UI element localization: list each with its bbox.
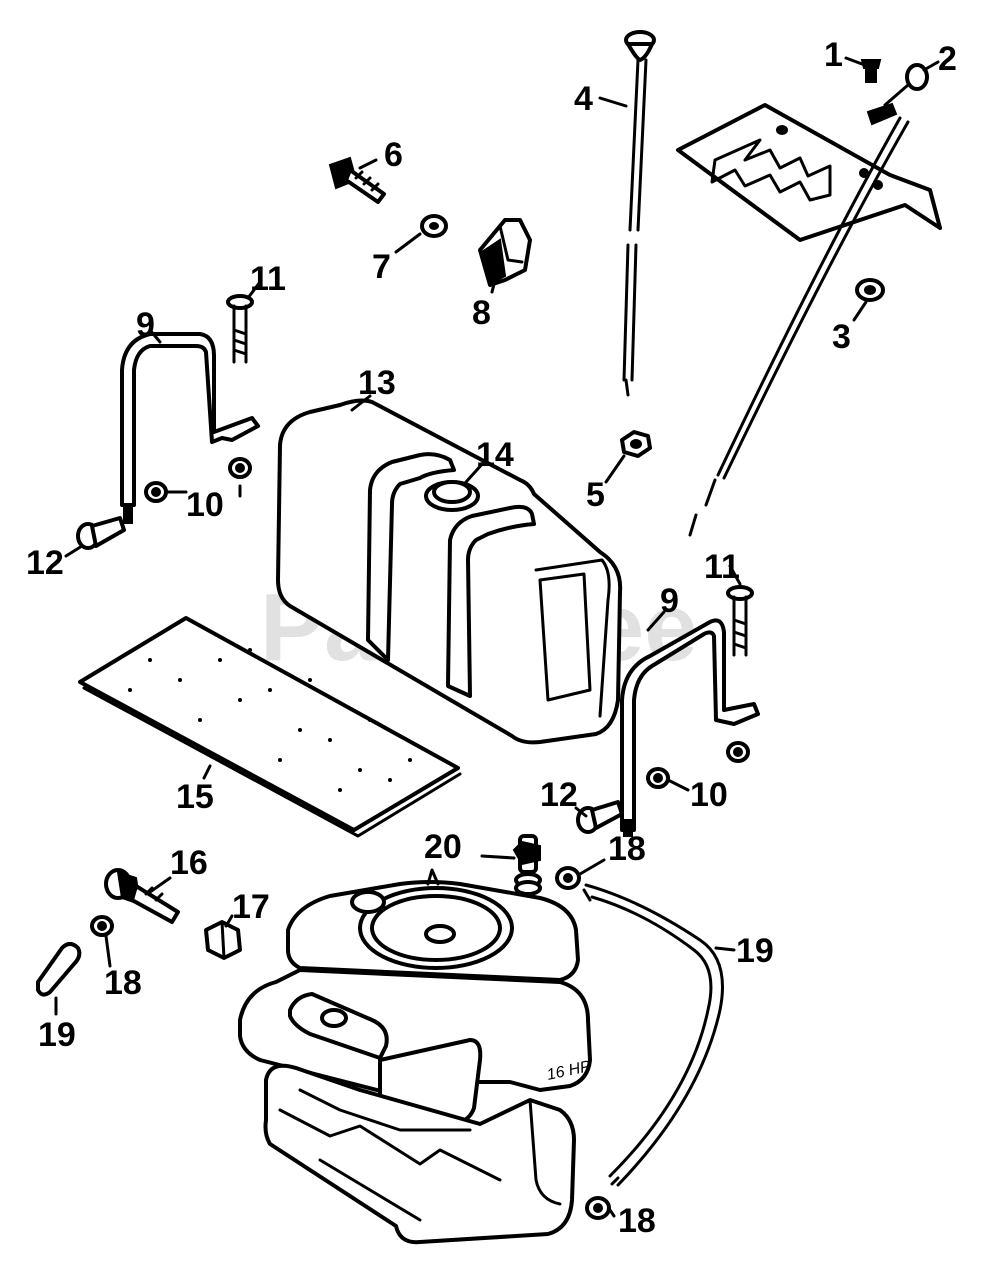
callout-4: 4 <box>574 80 593 118</box>
part-17-fitting-nut <box>204 920 242 960</box>
callout-12-right: 12 <box>540 776 578 814</box>
callout-5: 5 <box>586 476 605 514</box>
part-19-fuel-line-right <box>582 883 724 1187</box>
part-1-screw <box>860 59 882 83</box>
callout-9-right: 9 <box>660 582 679 620</box>
callout-20: 20 <box>424 828 462 866</box>
part-9-strap-left <box>120 332 260 524</box>
callout-19-left: 19 <box>38 1016 76 1054</box>
callout-15: 15 <box>176 778 214 816</box>
leader-lines <box>54 56 940 1218</box>
part-18-hose-clamp-b <box>90 915 114 937</box>
callout-6: 6 <box>384 136 403 174</box>
callout-8: 8 <box>472 294 491 332</box>
callout-3: 3 <box>832 318 851 356</box>
part-11-bolt-right <box>726 585 754 657</box>
part-10-nut-left-a <box>228 457 252 479</box>
throttle-cable <box>688 116 910 537</box>
part-20-shutoff-valve <box>512 834 542 896</box>
part-16-fitting <box>104 868 180 924</box>
part-13-fuel-tank <box>276 398 623 745</box>
part-7-washer <box>420 214 448 238</box>
part-4-rod <box>622 30 656 397</box>
part-10-nut-left-b <box>144 481 168 503</box>
part-5-nut <box>620 430 652 458</box>
part-12-bolt-left <box>76 516 126 550</box>
callout-10-right: 10 <box>690 776 728 814</box>
part-3-nut <box>855 278 885 302</box>
callout-10-left: 10 <box>186 486 224 524</box>
callout-13: 13 <box>358 364 396 402</box>
part-10-nut-right-a <box>726 741 750 763</box>
part-14-fuel-cap <box>424 480 480 512</box>
callout-18-bottom: 18 <box>618 1202 656 1240</box>
part-15-pad <box>78 616 462 838</box>
callout-9-left: 9 <box>136 306 155 344</box>
part-11-bolt-left <box>226 294 254 364</box>
callout-17: 17 <box>232 888 270 926</box>
callout-14: 14 <box>476 436 514 474</box>
callout-18-left: 18 <box>104 964 142 1002</box>
part-18-hose-clamp-c <box>585 1196 611 1220</box>
part-8-clamp <box>478 218 532 287</box>
callout-11-right: 11 <box>704 548 740 586</box>
part-19-fuel-line-left <box>36 942 82 997</box>
callout-12-left: 12 <box>26 544 64 582</box>
callout-19-right: 19 <box>736 932 774 970</box>
part-18-hose-clamp-a <box>555 866 581 890</box>
engine: 16 HP <box>238 868 593 1245</box>
callout-1: 1 <box>824 36 843 74</box>
callout-labels: 1 2 3 4 5 6 7 8 9 9 10 10 11 11 12 12 13… <box>26 36 957 1240</box>
callout-2: 2 <box>938 40 957 78</box>
part-9-strap-right <box>620 618 760 837</box>
part-10-nut-right-b <box>646 767 670 789</box>
callout-18-valve: 18 <box>608 830 646 868</box>
part-12-bolt-right <box>576 800 624 834</box>
part-6-bolt <box>328 156 386 204</box>
callout-7: 7 <box>372 248 391 286</box>
part-2-knob <box>866 63 929 126</box>
callout-11-left: 11 <box>250 260 286 298</box>
callout-16: 16 <box>170 844 208 882</box>
control-bracket-plate <box>676 103 942 242</box>
